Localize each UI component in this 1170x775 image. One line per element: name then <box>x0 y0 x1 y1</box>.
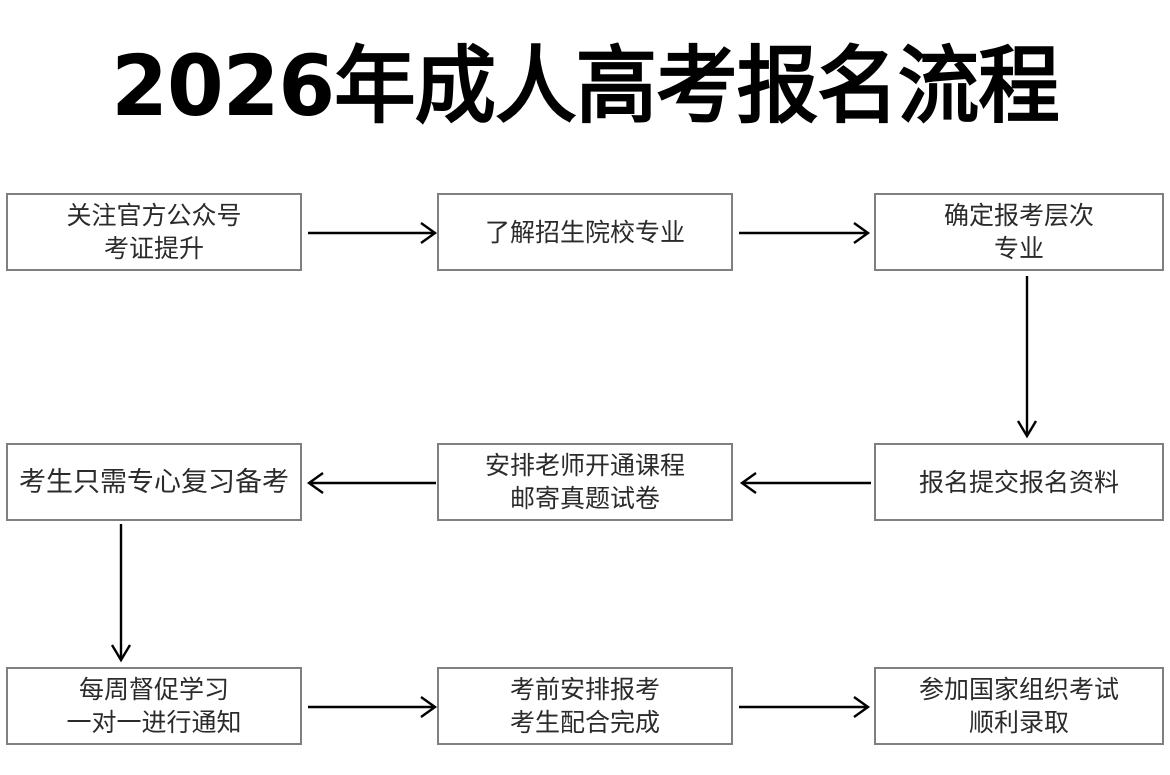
arrow-n5-to-n4-left-icon <box>306 470 436 496</box>
node-text-line-1: 每周督促学习 <box>78 675 229 704</box>
node-text-line-1: 安排老师开通课程 <box>484 451 685 480</box>
node-text-line-1: 了解招生院校专业 <box>484 217 685 247</box>
node-text-line-1: 确定报考层次 <box>943 201 1094 230</box>
node-text-line-2: 一对一进行通知 <box>66 708 242 737</box>
node-text-line-1: 考前安排报考 <box>509 675 660 704</box>
arrow-n2-to-n3-right-icon <box>739 220 871 246</box>
node-text-line-2: 专业 <box>993 234 1044 263</box>
flow-node-confirm-level-major[interactable]: 确定报考层次 专业 <box>874 193 1164 271</box>
flow-node-submit-application-materials[interactable]: 报名提交报名资料 <box>874 443 1164 521</box>
arrow-n6-to-n5-left-icon <box>739 470 871 496</box>
flow-node-teacher-opens-course[interactable]: 安排老师开通课程 邮寄真题试卷 <box>437 443 733 521</box>
flow-node-learn-schools-majors[interactable]: 了解招生院校专业 <box>437 193 733 271</box>
node-text-line-2: 考证提升 <box>103 234 204 263</box>
node-text-line-1: 参加国家组织考试 <box>918 675 1119 704</box>
flow-node-focus-on-review[interactable]: 考生只需专心复习备考 <box>6 443 302 521</box>
arrow-n7-to-n8-right-icon <box>308 694 438 720</box>
page-title: 2026年成人高考报名流程 <box>111 37 1059 135</box>
arrow-n8-to-n9-right-icon <box>739 694 871 720</box>
arrow-n4-to-n7-down-icon <box>108 524 134 664</box>
node-text-line-1: 关注官方公众号 <box>66 201 242 230</box>
flow-node-pre-exam-registration[interactable]: 考前安排报考 考生配合完成 <box>437 667 733 745</box>
flow-node-take-national-exam[interactable]: 参加国家组织考试 顺利录取 <box>874 667 1164 745</box>
node-text-line-2: 邮寄真题试卷 <box>509 484 660 513</box>
flow-node-follow-official-account[interactable]: 关注官方公众号 考证提升 <box>6 193 302 271</box>
node-text-line-1: 报名提交报名资料 <box>918 467 1119 497</box>
arrow-n1-to-n2-right-icon <box>308 220 438 246</box>
node-text-line-1: 考生只需专心复习备考 <box>19 466 289 498</box>
node-text-line-2: 顺利录取 <box>968 708 1069 737</box>
flow-node-weekly-study-supervision[interactable]: 每周督促学习 一对一进行通知 <box>6 667 302 745</box>
node-text-line-2: 考生配合完成 <box>509 708 660 737</box>
arrow-n3-to-n6-down-icon <box>1014 276 1040 440</box>
